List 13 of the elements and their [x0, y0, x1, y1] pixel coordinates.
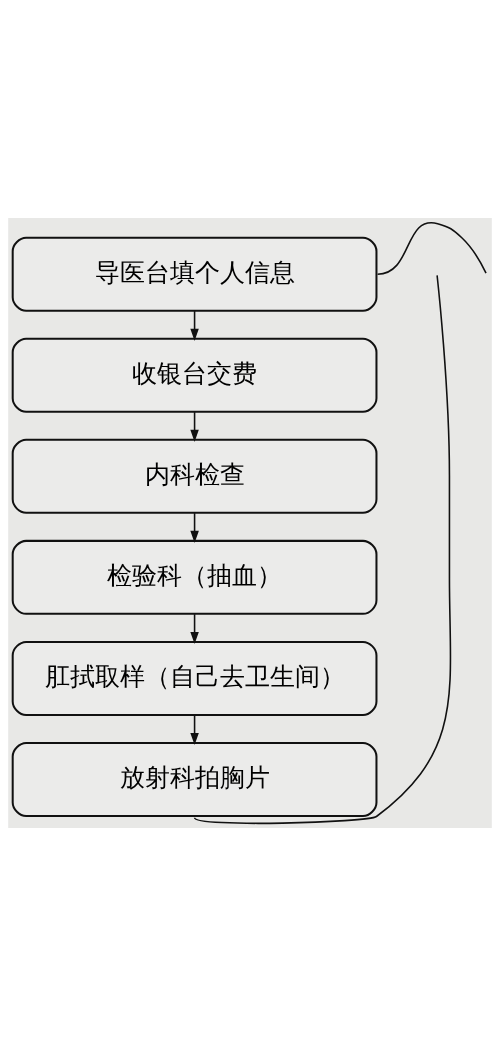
node-box: 收银台交费 [11, 337, 378, 413]
arrow [190, 714, 199, 746]
node-box: 放射科拍胸片 [11, 741, 378, 817]
arrow [190, 411, 199, 442]
node-box: 肛拭取样（自己去卫生间） [11, 640, 378, 716]
node-box: 内科检查 [11, 438, 378, 514]
node-box: 检验科（抽血） [11, 539, 378, 615]
connector [376, 222, 487, 275]
arrow [190, 310, 199, 341]
connector [193, 274, 452, 825]
arrow [190, 512, 199, 543]
arrow [190, 613, 199, 645]
node-box: 导医台填个人信息 [11, 236, 378, 312]
